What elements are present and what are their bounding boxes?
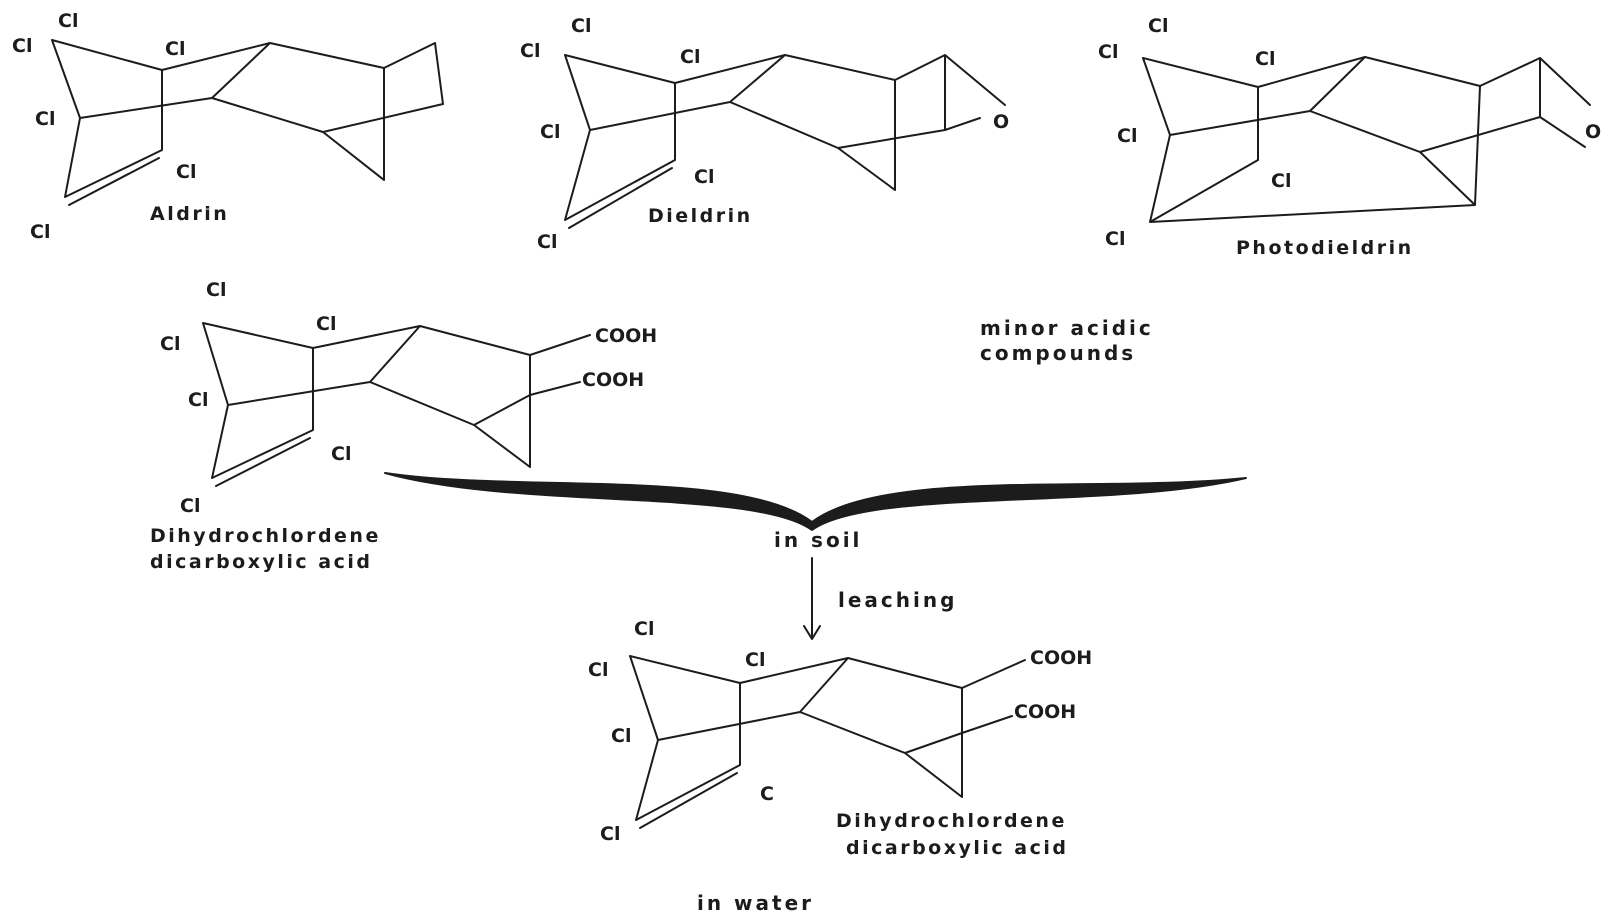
acid-soil-cooh-lower: COOH <box>582 369 644 391</box>
aldrin-structure: Cl Cl Cl Cl Cl Cl Aldrin <box>12 10 444 243</box>
acid-soil-cl-top: Cl <box>206 279 226 301</box>
dieldrin-bonds <box>564 54 1006 229</box>
aldrin-cl-mid: Cl <box>35 108 55 130</box>
aldrin-bonds <box>51 39 444 206</box>
minor-acidic-note-line2: compounds <box>980 341 1136 365</box>
dieldrin-cl-bridgehead: Cl <box>680 46 700 68</box>
acid-water-cooh-upper: COOH <box>1030 647 1092 669</box>
photodieldrin-cl-lower: Cl <box>1271 170 1291 192</box>
acid-water-c-atom: C <box>760 783 774 805</box>
acid-water-structure: Cl Cl Cl Cl C Cl COOH COOH Dihydrochlord… <box>588 618 1092 859</box>
photodieldrin-cl-bridgehead: Cl <box>1255 48 1275 70</box>
dieldrin-cl-left: Cl <box>520 40 540 62</box>
acid-water-cl-mid: Cl <box>611 725 631 747</box>
dieldrin-oxygen: O <box>993 111 1009 133</box>
dieldrin-structure: Cl Cl Cl Cl Cl Cl O Dieldrin <box>520 15 1009 253</box>
photodieldrin-cl-mid: Cl <box>1117 125 1137 147</box>
photodieldrin-cl-bottom: Cl <box>1105 228 1125 250</box>
aldrin-cl-top: Cl <box>58 10 78 32</box>
aldrin-cl-bridgehead: Cl <box>165 38 185 60</box>
acid-water-cl-bottom: Cl <box>600 823 620 845</box>
acid-water-cl-top: Cl <box>634 618 654 640</box>
acid-soil-cl-mid: Cl <box>188 389 208 411</box>
photodieldrin-bonds <box>1142 56 1591 223</box>
acid-soil-structure: Cl Cl Cl Cl Cl Cl COOH COOH Dihydrochlor… <box>150 279 657 573</box>
aldrin-cl-vinyl-left: Cl <box>30 221 50 243</box>
acid-water-label-line1: Dihydrochlordene <box>836 810 1067 832</box>
in-soil-label: in soil <box>774 528 862 552</box>
photodieldrin-oxygen: O <box>1585 121 1601 143</box>
dieldrin-cl-vinyl-left: Cl <box>537 231 557 253</box>
acid-water-cooh-lower: COOH <box>1014 701 1076 723</box>
aldrin-cl-left: Cl <box>12 35 32 57</box>
acid-soil-cl-vinyl-left: Cl <box>180 495 200 517</box>
dieldrin-label: Dieldrin <box>648 205 753 227</box>
acid-soil-bonds <box>202 322 591 487</box>
acid-soil-cl-vinyl-right: Cl <box>331 443 351 465</box>
leaching-label: leaching <box>838 588 957 612</box>
aldrin-cl-vinyl-right: Cl <box>176 161 196 183</box>
dieldrin-cl-vinyl-right: Cl <box>694 166 714 188</box>
acid-soil-cooh-upper: COOH <box>595 325 657 347</box>
acid-soil-cl-left: Cl <box>160 333 180 355</box>
minor-acidic-note-line1: minor acidic <box>980 316 1154 340</box>
leaching-arrow <box>803 557 821 640</box>
curly-brace <box>384 472 1247 531</box>
acid-water-label-line2: dicarboxylic acid <box>846 837 1068 859</box>
acid-water-bonds <box>629 655 1026 829</box>
acid-water-cl-left: Cl <box>588 659 608 681</box>
dieldrin-cl-mid: Cl <box>540 121 560 143</box>
photodieldrin-cl-top: Cl <box>1148 15 1168 37</box>
acid-soil-label-line1: Dihydrochlordene <box>150 525 381 547</box>
photodieldrin-structure: Cl Cl Cl Cl Cl Cl O Photodieldrin <box>1098 15 1601 259</box>
acid-soil-cl-bridgehead: Cl <box>316 313 336 335</box>
acid-soil-label-line2: dicarboxylic acid <box>150 551 372 573</box>
photodieldrin-cl-left: Cl <box>1098 41 1118 63</box>
aldrin-label: Aldrin <box>150 203 229 225</box>
acid-water-cl-bridgehead: Cl <box>745 649 765 671</box>
in-water-label: in water <box>697 891 814 911</box>
photodieldrin-label: Photodieldrin <box>1236 237 1414 259</box>
dieldrin-cl-top: Cl <box>571 15 591 37</box>
